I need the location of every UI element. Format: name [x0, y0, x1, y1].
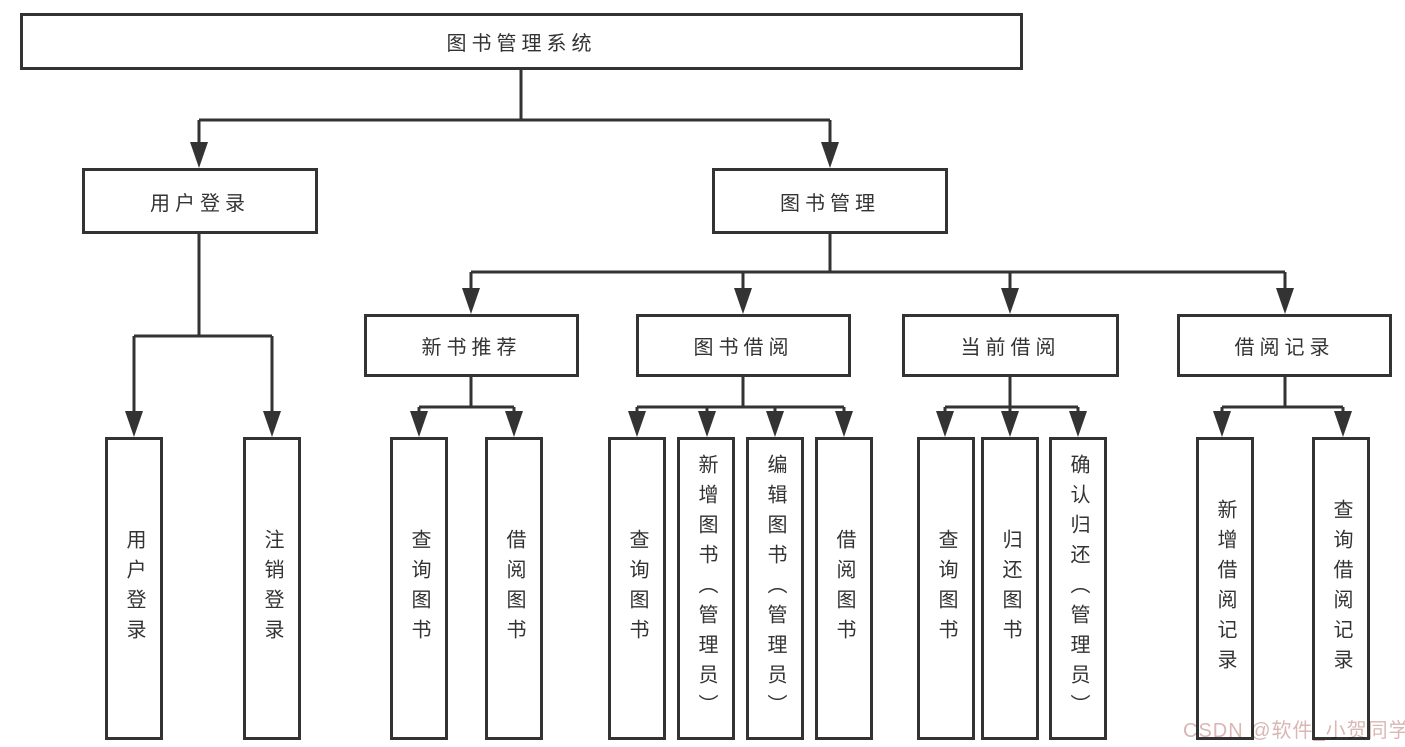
leaf-confirm-return-admin: 确认归还（管理员）	[1049, 437, 1107, 740]
leaf-return-books: 归还图书	[981, 437, 1039, 740]
leaf-return-books-label: 归还图书	[999, 528, 1021, 649]
watermark: CSDN @软件_小贺同学	[1183, 720, 1405, 742]
node-borrowing-records: 借阅记录	[1177, 314, 1392, 377]
leaf-query-books-recommend-label: 查询图书	[408, 528, 430, 649]
node-current-borrowing: 当前借阅	[902, 314, 1119, 377]
leaf-borrow-books-borrowing: 借阅图书	[815, 437, 873, 740]
leaf-add-borrow-record-label: 新增借阅记录	[1214, 498, 1236, 679]
leaf-logout: 注销登录	[243, 437, 301, 740]
leaf-query-borrow-record: 查询借阅记录	[1312, 437, 1370, 740]
leaf-add-books-admin: 新增图书（管理员）	[677, 437, 735, 740]
leaf-query-books-borrowing-label: 查询图书	[626, 528, 648, 649]
leaf-borrow-books-borrowing-label: 借阅图书	[833, 528, 855, 649]
leaf-edit-books-admin: 编辑图书（管理员）	[746, 437, 804, 740]
leaf-user-login-label: 用户登录	[123, 528, 145, 649]
node-user-login: 用户登录	[82, 168, 318, 234]
leaf-query-books-recommend: 查询图书	[390, 437, 448, 740]
node-library-management-system: 图书管理系统	[20, 13, 1023, 70]
leaf-edit-books-admin-label: 编辑图书（管理员）	[764, 453, 786, 724]
leaf-logout-label: 注销登录	[261, 528, 283, 649]
leaf-borrow-books-recommend-label: 借阅图书	[503, 528, 525, 649]
leaf-query-books-borrowing: 查询图书	[608, 437, 666, 740]
node-new-book-recommendation: 新书推荐	[364, 314, 579, 377]
leaf-user-login: 用户登录	[105, 437, 163, 740]
leaf-confirm-return-admin-label: 确认归还（管理员）	[1067, 453, 1089, 724]
leaf-add-borrow-record: 新增借阅记录	[1196, 437, 1254, 740]
leaf-query-books-current: 查询图书	[917, 437, 975, 740]
leaf-borrow-books-recommend: 借阅图书	[485, 437, 543, 740]
leaf-add-books-admin-label: 新增图书（管理员）	[695, 453, 717, 724]
node-book-borrowing: 图书借阅	[636, 314, 851, 377]
node-book-management: 图书管理	[712, 168, 948, 234]
leaf-query-books-current-label: 查询图书	[935, 528, 957, 649]
leaf-query-borrow-record-label: 查询借阅记录	[1330, 498, 1352, 679]
